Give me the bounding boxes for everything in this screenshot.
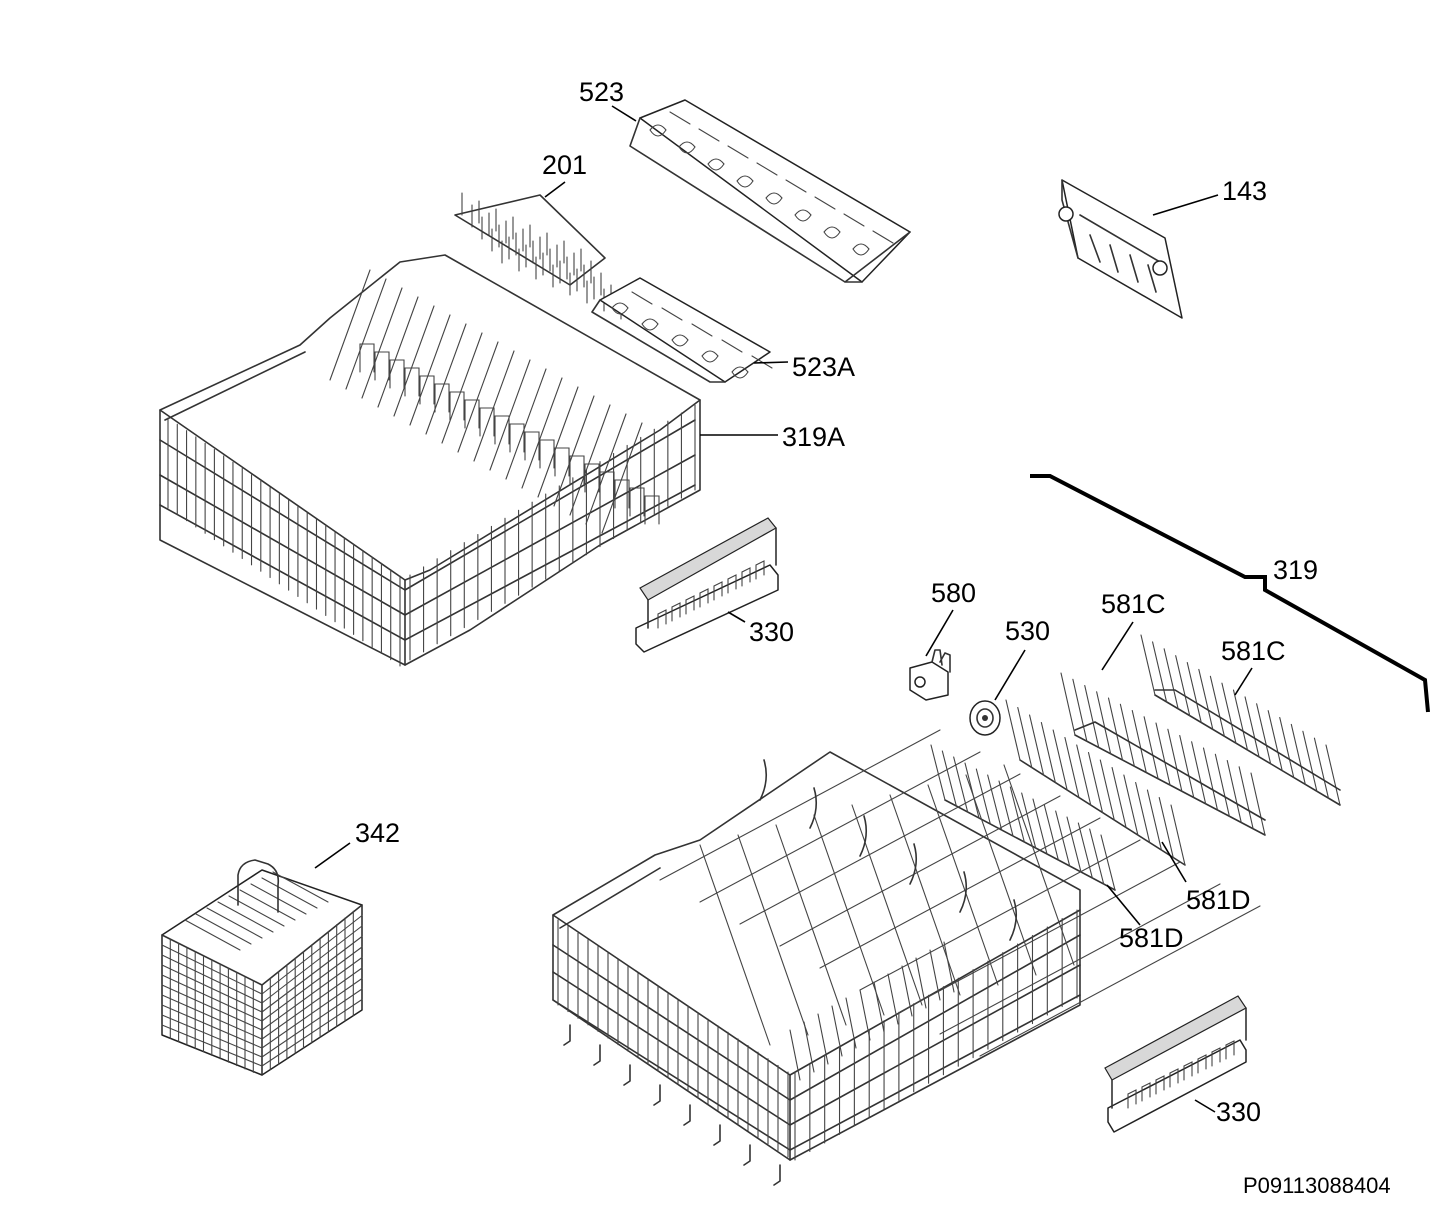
label-319: 319 (1273, 555, 1318, 585)
part-labels: 523 201 143 523A 319A 319 330 580 530 58… (355, 77, 1391, 1198)
part-330-upper-drawing (635, 517, 779, 653)
label-581C-1: 581C (1101, 589, 1166, 619)
part-143-drawing (1058, 179, 1183, 319)
label-581D-1: 581D (1186, 885, 1251, 915)
label-581C-2: 581C (1221, 636, 1286, 666)
label-523A: 523A (792, 352, 855, 382)
label-330-upper: 330 (749, 617, 794, 647)
part-581-tine-rows (930, 634, 1341, 891)
label-143: 143 (1222, 176, 1267, 206)
label-581D-2: 581D (1119, 923, 1184, 953)
part-319A-drawing (159, 254, 701, 667)
label-530: 530 (1005, 616, 1050, 646)
part-530-drawing (969, 700, 1001, 736)
part-523A-drawing (591, 277, 773, 383)
part-580-drawing (909, 649, 951, 701)
part-342-drawing (161, 859, 363, 1076)
lower-basket-drawing (552, 729, 1261, 1186)
label-201: 201 (542, 150, 587, 180)
label-580: 580 (931, 578, 976, 608)
label-319A: 319A (782, 422, 845, 452)
label-342: 342 (355, 818, 400, 848)
label-523: 523 (579, 77, 624, 107)
part-201-drawing (454, 192, 622, 320)
leader-lines (314, 105, 1253, 1113)
diagram-code: P09113088404 (1243, 1173, 1391, 1198)
part-523-drawing (629, 99, 911, 283)
label-330-lower: 330 (1216, 1097, 1261, 1127)
part-319-bracket (1030, 474, 1430, 713)
part-330-lower-drawing (1104, 995, 1247, 1133)
